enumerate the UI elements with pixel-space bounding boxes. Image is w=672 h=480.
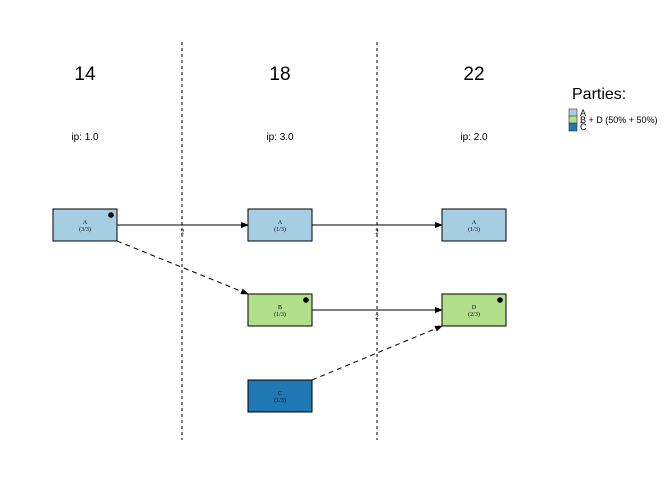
party-node-marker <box>108 212 114 218</box>
edge-arrow <box>311 325 443 381</box>
edge-label: 2 <box>375 228 379 236</box>
party-node-marker <box>303 297 309 303</box>
party-node: B(1/3) <box>247 293 313 327</box>
legend-label: C <box>580 122 587 132</box>
period-ip-label: ip: 3.0 <box>266 132 294 143</box>
nodes-layer: A(3/3)A(1/3)B(1/3)C(1/3)A(1/3)D(2/3) <box>52 208 507 413</box>
party-node-name: A <box>472 220 477 226</box>
party-node-marker <box>497 297 503 303</box>
legend-label: B + D (50% + 50%) <box>580 115 658 125</box>
party-node: C(1/3) <box>247 379 313 413</box>
party-node: D(2/3) <box>441 293 507 327</box>
party-node-name: A <box>278 220 283 226</box>
party-node: A(3/3) <box>52 208 118 242</box>
legend-title: Parties: <box>572 86 626 103</box>
party-node-fraction: (1/3) <box>274 397 286 404</box>
period-ip-label: ip: 1.0 <box>71 132 99 143</box>
party-node-name: D <box>472 305 477 311</box>
legend-swatch <box>568 122 578 132</box>
period-number: 22 <box>463 64 484 85</box>
party-node-box <box>441 293 507 327</box>
party-node-fraction: (1/3) <box>274 226 286 233</box>
edge-label: 2 <box>375 313 379 321</box>
party-node-box <box>52 208 118 242</box>
party-node-box <box>247 293 313 327</box>
party-node: A(1/3) <box>247 208 313 242</box>
edge-label: 2 <box>181 228 185 236</box>
edge-arrow <box>116 240 249 295</box>
party-node-name: A <box>83 220 88 226</box>
party-node-fraction: (1/3) <box>468 226 480 233</box>
party-node-fraction: (2/3) <box>468 311 480 318</box>
legend-label: A <box>580 108 586 118</box>
party-node-name: C <box>278 391 282 397</box>
period-number: 18 <box>269 64 290 85</box>
party-node-box <box>441 208 507 242</box>
party-node: A(1/3) <box>441 208 507 242</box>
party-node-box <box>247 208 313 242</box>
party-node-box <box>247 379 313 413</box>
period-number: 14 <box>74 64 96 85</box>
legend: Parties: A B + D (50% + 50%) C <box>568 86 658 132</box>
party-node-name: B <box>278 305 282 311</box>
party-node-fraction: (1/3) <box>274 311 286 318</box>
period-ip-label: ip: 2.0 <box>460 132 488 143</box>
edges-layer: 2 2 2 <box>116 222 443 381</box>
party-node-fraction: (3/3) <box>79 226 91 233</box>
